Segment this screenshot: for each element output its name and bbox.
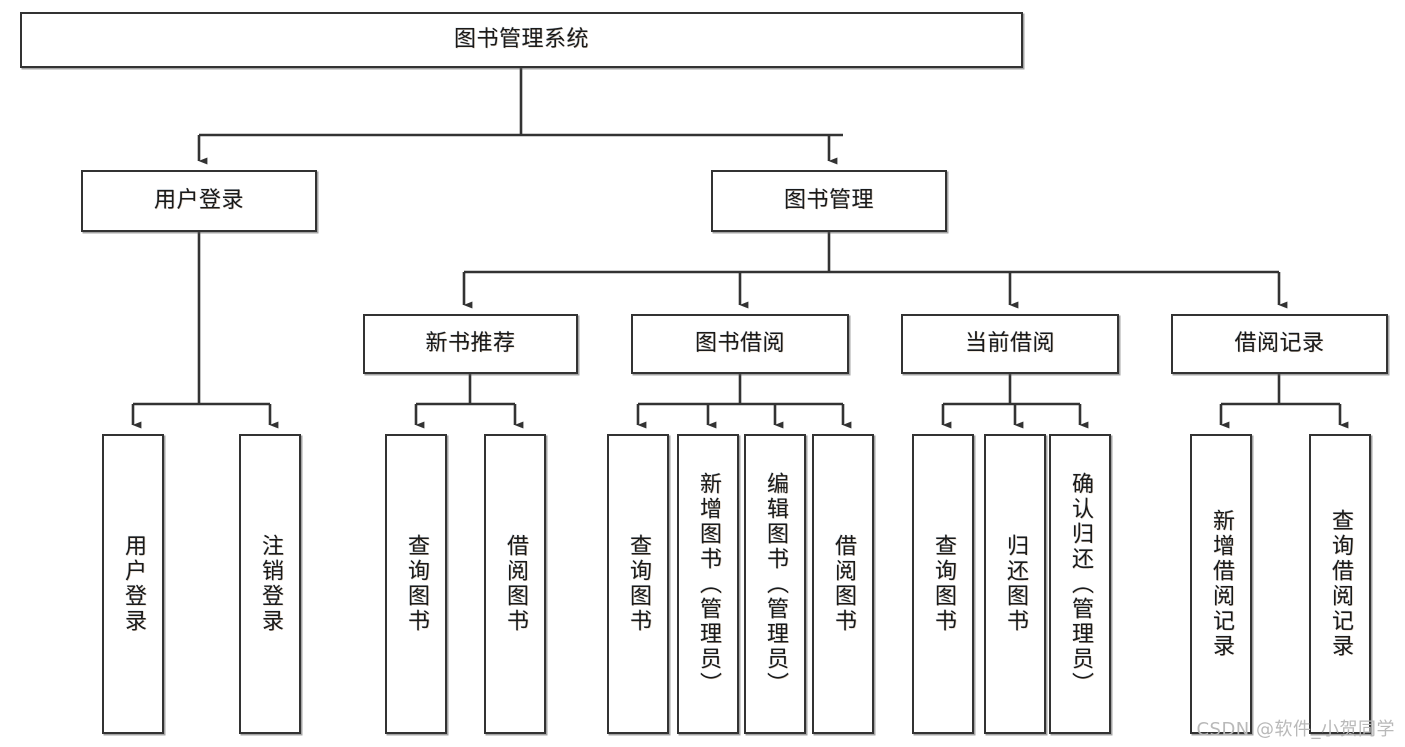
leaf-edit-book-admin-label: 编辑图书（管理员） [762, 471, 788, 697]
leaf-return-book[interactable]: 归还图书 [984, 434, 1046, 734]
leaf-borrow-book-label: 借阅图书 [830, 534, 856, 634]
edge-record-to-leaves [1219, 374, 1349, 429]
leaf-borrow-book[interactable]: 借阅图书 [812, 434, 874, 734]
node-new-book-recommend-label: 新书推荐 [425, 331, 516, 357]
leaf-edit-book-admin[interactable]: 编辑图书（管理员） [744, 434, 806, 734]
leaf-user-login[interactable]: 用户登录 [102, 434, 164, 734]
node-book-management-label: 图书管理 [783, 188, 874, 214]
node-user-login[interactable]: 用户登录 [81, 170, 317, 232]
leaf-query-borrow-record-label: 查询借阅记录 [1327, 509, 1353, 659]
node-new-book-recommend[interactable]: 新书推荐 [363, 314, 578, 374]
leaf-query-book-current[interactable]: 查询图书 [912, 434, 974, 734]
leaf-confirm-return-admin-label: 确认归还（管理员） [1067, 471, 1093, 697]
node-book-borrow[interactable]: 图书借阅 [631, 314, 849, 374]
node-book-management[interactable]: 图书管理 [711, 170, 947, 232]
leaf-add-book-admin-label: 新增图书（管理员） [695, 471, 721, 697]
leaf-add-borrow-record[interactable]: 新增借阅记录 [1190, 434, 1252, 734]
node-root[interactable]: 图书管理系统 [20, 12, 1023, 68]
edge-newbook-to-leaves [414, 374, 524, 429]
node-user-login-label: 用户登录 [153, 188, 244, 214]
leaf-add-book-admin[interactable]: 新增图书（管理员） [677, 434, 739, 734]
leaf-user-login-label: 用户登录 [120, 534, 146, 634]
leaf-borrow-book-newbook[interactable]: 借阅图书 [484, 434, 546, 734]
edge-current-to-leaves [941, 374, 1089, 429]
node-root-label: 图书管理系统 [453, 27, 589, 53]
edge-borrow-to-leaves [636, 374, 852, 429]
edge-root-to-level1 [197, 68, 843, 165]
csdn-watermark: CSDN @软件_小贺同学 [1196, 719, 1395, 740]
node-current-borrow-label: 当前借阅 [964, 331, 1055, 357]
leaf-query-book-newbook-label: 查询图书 [403, 534, 429, 634]
leaf-add-borrow-record-label: 新增借阅记录 [1208, 509, 1234, 659]
leaf-query-book-borrow[interactable]: 查询图书 [607, 434, 669, 734]
node-borrow-record-label: 借阅记录 [1234, 331, 1325, 357]
leaf-confirm-return-admin[interactable]: 确认归还（管理员） [1049, 434, 1111, 734]
leaf-query-book-borrow-label: 查询图书 [625, 534, 651, 634]
node-borrow-record[interactable]: 借阅记录 [1171, 314, 1388, 374]
leaf-query-book-newbook[interactable]: 查询图书 [385, 434, 447, 734]
node-book-borrow-label: 图书借阅 [694, 331, 785, 357]
leaf-borrow-book-newbook-label: 借阅图书 [502, 534, 528, 634]
edge-bookmgmt-to-level2 [462, 232, 1288, 309]
leaf-logout-label: 注销登录 [257, 534, 283, 634]
leaf-query-book-current-label: 查询图书 [930, 534, 956, 634]
leaf-return-book-label: 归还图书 [1002, 534, 1028, 634]
leaf-query-borrow-record[interactable]: 查询借阅记录 [1309, 434, 1371, 734]
node-current-borrow[interactable]: 当前借阅 [901, 314, 1119, 374]
edge-userlogin-to-leaves [131, 232, 279, 429]
leaf-logout[interactable]: 注销登录 [239, 434, 301, 734]
